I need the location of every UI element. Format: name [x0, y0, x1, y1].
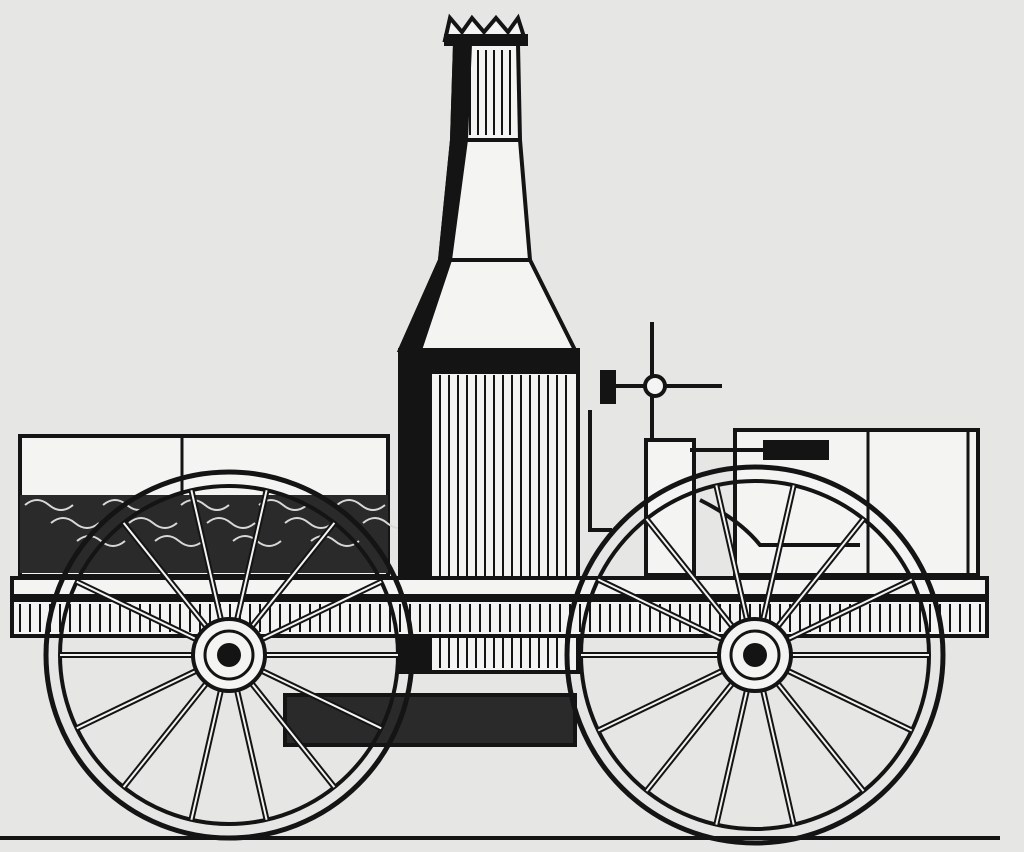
wheel-rim — [43, 469, 415, 841]
wheel-rim — [564, 464, 946, 846]
axle — [743, 643, 767, 667]
tender-box — [18, 434, 412, 578]
left-wheel — [43, 469, 415, 841]
engine-machinery — [588, 322, 860, 577]
right-wheel — [564, 464, 946, 846]
axle — [217, 643, 241, 667]
